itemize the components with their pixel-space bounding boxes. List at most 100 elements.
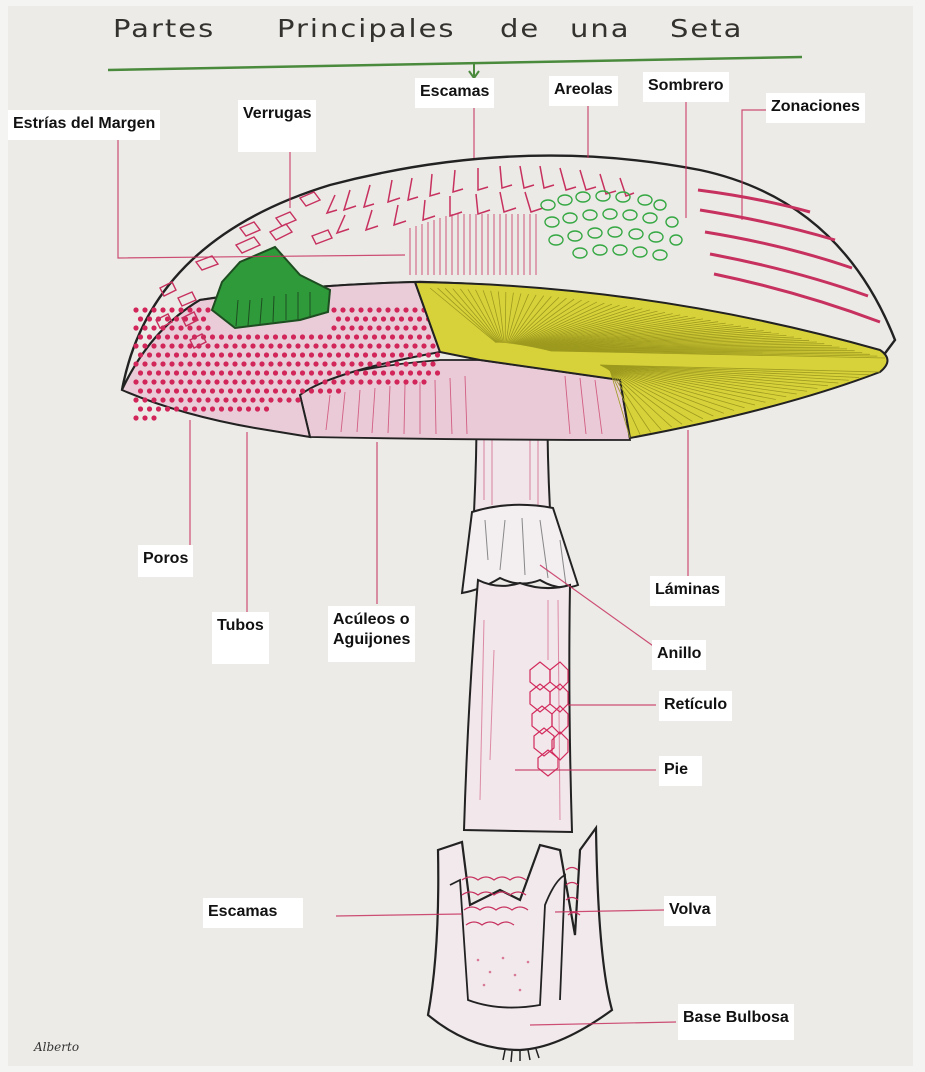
pore-dot <box>417 370 422 375</box>
pore-dot <box>403 379 408 384</box>
pore-dot <box>304 361 309 366</box>
pore-dot <box>340 343 345 348</box>
pore-dot <box>237 370 242 375</box>
label-escamas-top: Escamas <box>415 78 494 108</box>
pore-dot <box>417 334 422 339</box>
pore-dot <box>390 334 395 339</box>
label-base-bulbosa: Base Bulbosa <box>678 1004 794 1040</box>
pore-dot <box>345 334 350 339</box>
pore-dot <box>237 334 242 339</box>
pore-dot <box>165 370 170 375</box>
pore-dot <box>250 343 255 348</box>
pore-dot <box>147 334 152 339</box>
pore-dot <box>147 352 152 357</box>
pore-dot <box>228 352 233 357</box>
pore-dot <box>210 370 215 375</box>
pore-dot <box>367 361 372 366</box>
pore-dot <box>363 334 368 339</box>
pore-dot <box>205 307 210 312</box>
pore-dot <box>331 307 336 312</box>
label-reticulo: Retículo <box>659 691 732 721</box>
pore-dot <box>291 334 296 339</box>
pore-dot <box>196 379 201 384</box>
pore-dot <box>205 397 210 402</box>
pore-dot <box>187 307 192 312</box>
pore-dot <box>403 343 408 348</box>
pore-dot <box>169 361 174 366</box>
title-word-1: Partes <box>113 14 215 43</box>
pore-dot <box>394 361 399 366</box>
pore-dot <box>133 415 138 420</box>
pore-dot <box>228 334 233 339</box>
pore-dot <box>340 307 345 312</box>
pore-dot <box>354 370 359 375</box>
pore-dot <box>210 388 215 393</box>
pore-dot <box>381 316 386 321</box>
pore-dot <box>345 316 350 321</box>
pore-dot <box>241 343 246 348</box>
pore-dot <box>147 316 152 321</box>
pore-dot <box>214 361 219 366</box>
pore-dot <box>291 370 296 375</box>
pore-dot <box>421 343 426 348</box>
label-zonaciones: Zonaciones <box>766 93 865 123</box>
pore-dot <box>223 397 228 402</box>
pore-dot <box>340 325 345 330</box>
label-laminas: Láminas <box>650 576 725 606</box>
pore-dot <box>376 343 381 348</box>
pore-dot <box>169 397 174 402</box>
pore-dot <box>196 307 201 312</box>
pore-dot <box>331 361 336 366</box>
label-areolas: Areolas <box>549 76 618 106</box>
title-arrow <box>469 64 479 78</box>
volva-bulb <box>428 828 612 1050</box>
pore-dot <box>142 415 147 420</box>
pore-dot <box>133 361 138 366</box>
pore-dot <box>358 325 363 330</box>
pore-dot <box>336 370 341 375</box>
pore-dot <box>264 370 269 375</box>
pore-dot <box>255 406 260 411</box>
pore-dot <box>237 352 242 357</box>
pore-dot <box>322 361 327 366</box>
pore-dot <box>345 352 350 357</box>
pore-dot <box>219 334 224 339</box>
pore-dot <box>151 379 156 384</box>
diagram-title: Partes Principales de una Seta <box>105 14 805 54</box>
pore-dot <box>295 361 300 366</box>
pore-dot <box>138 406 143 411</box>
pore-dot <box>228 406 233 411</box>
pore-dot <box>147 388 152 393</box>
pore-dot <box>412 343 417 348</box>
pore-dot <box>336 388 341 393</box>
pore-dot <box>372 334 377 339</box>
pore-dot <box>246 370 251 375</box>
pore-dot <box>219 370 224 375</box>
pore-dot <box>142 397 147 402</box>
pore-dot <box>183 370 188 375</box>
pore-dot <box>214 343 219 348</box>
pore-dot <box>408 352 413 357</box>
pore-dot <box>399 316 404 321</box>
pore-dot <box>151 415 156 420</box>
pore-dot <box>430 361 435 366</box>
pore-dot <box>309 334 314 339</box>
pore-dot <box>264 334 269 339</box>
pore-dot <box>201 388 206 393</box>
pore-dot <box>327 370 332 375</box>
label-pie: Pie <box>659 756 702 786</box>
pore-dot <box>300 352 305 357</box>
pore-dot <box>277 343 282 348</box>
pore-dot <box>300 370 305 375</box>
pore-dot <box>196 325 201 330</box>
pore-dot <box>376 379 381 384</box>
pore-dot <box>349 325 354 330</box>
pore-dot <box>322 379 327 384</box>
pore-dot <box>156 334 161 339</box>
pore-dot <box>322 343 327 348</box>
pore-dot <box>367 343 372 348</box>
pore-dot <box>390 352 395 357</box>
pore-dot <box>273 388 278 393</box>
pore-dot <box>349 379 354 384</box>
